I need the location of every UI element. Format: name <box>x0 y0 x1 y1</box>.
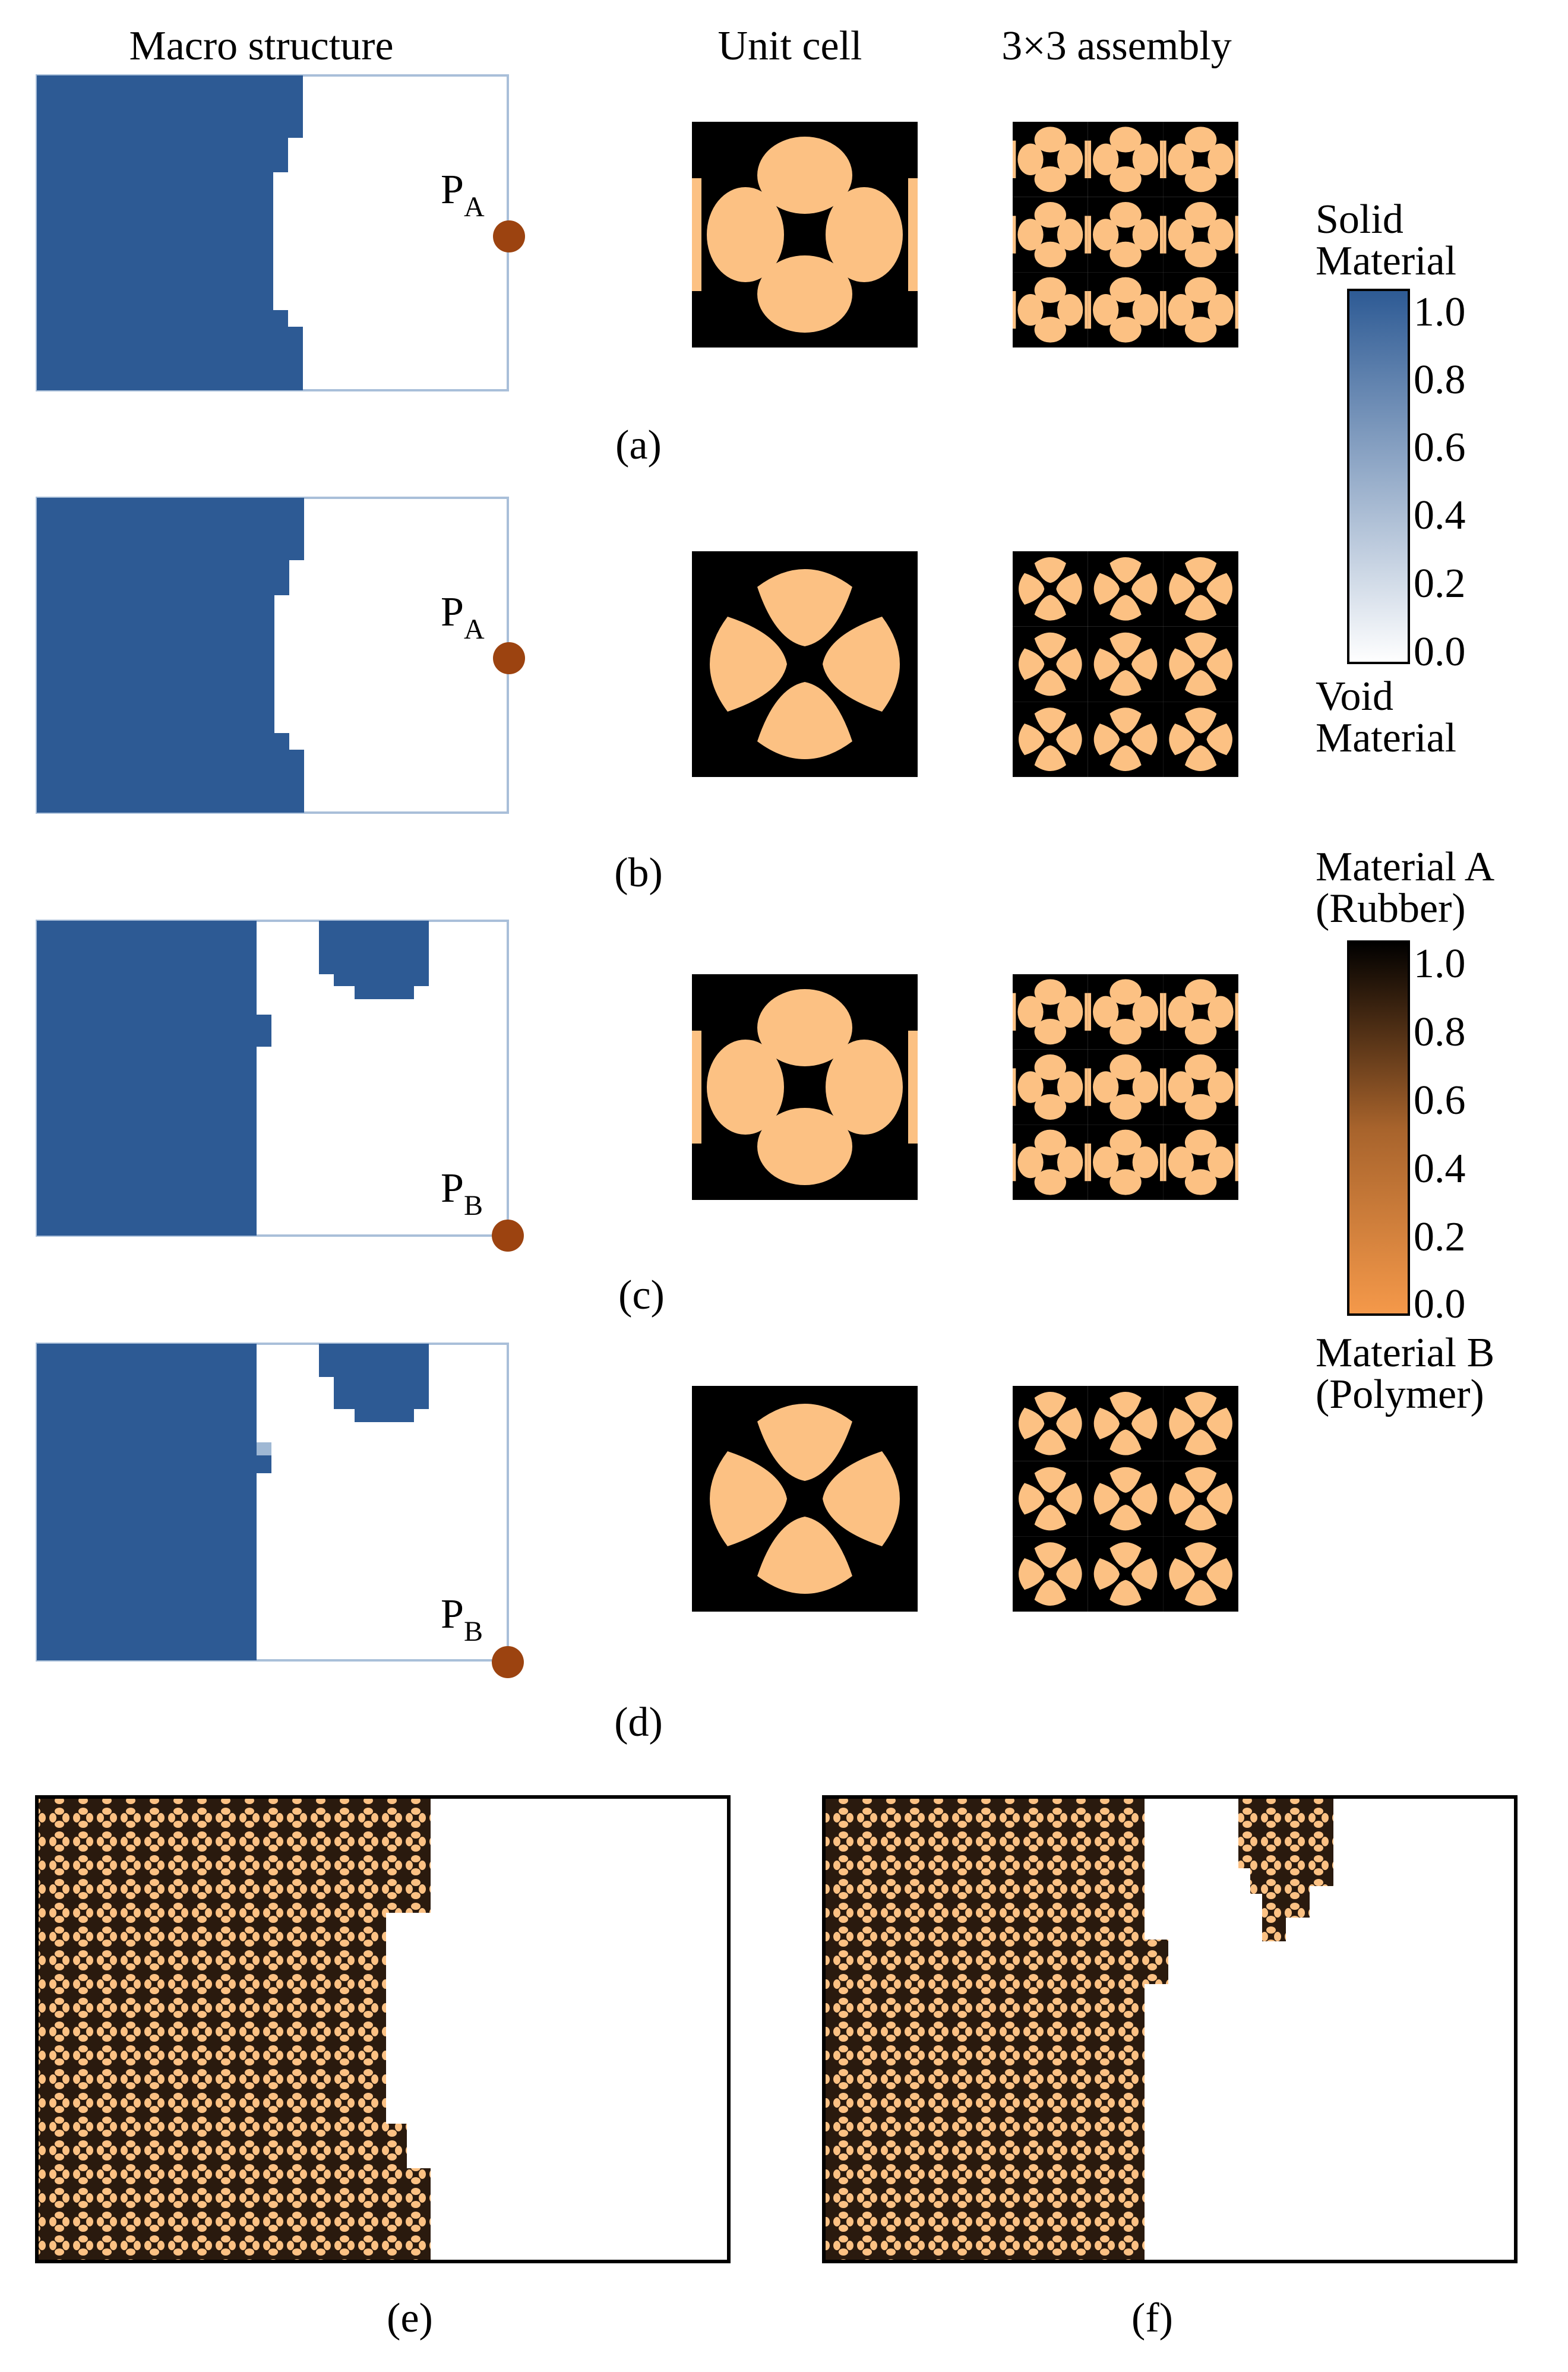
macro-solid-region <box>37 498 304 813</box>
colorbar-tick: 1.0 <box>1414 289 1466 335</box>
lattice-island <box>1238 1797 1333 1941</box>
colorbar-tick: 0.2 <box>1414 1214 1466 1260</box>
unit-cell <box>692 122 918 348</box>
panel-f: (f) <box>822 1795 1518 2341</box>
panel-label: (b) <box>614 850 663 896</box>
header-assembly: 3×3 assembly <box>1001 23 1232 69</box>
row-b: PA (b) <box>36 497 1238 896</box>
assembly-3x3 <box>1013 974 1238 1200</box>
panel-label: (a) <box>615 422 662 468</box>
row-a: PA (a) <box>36 74 1238 468</box>
macro-partial-density <box>257 1442 271 1455</box>
panel-frame <box>35 1795 731 2263</box>
macro-solid-region <box>37 75 303 390</box>
macro-solid-island <box>319 1344 429 1422</box>
panel-frame <box>822 1795 1518 2263</box>
colorbar-bottom-label: Void <box>1316 674 1393 719</box>
point-label: PA <box>441 167 485 223</box>
colorbar-tick: 0.0 <box>1414 629 1466 675</box>
unit-cell <box>692 551 918 777</box>
lattice-structure <box>824 1797 1168 2262</box>
colorbar-tick: 0.2 <box>1414 561 1466 607</box>
load-point-marker <box>493 642 525 674</box>
header-unit-cell: Unit cell <box>718 23 862 69</box>
macro-solid-step <box>257 1455 271 1473</box>
macro-solid-region <box>37 1344 257 1660</box>
point-label: PA <box>441 589 485 645</box>
panel-label: (c) <box>618 1272 665 1318</box>
assembly-3x3 <box>1013 551 1238 777</box>
colorbar-material: Material A (Rubber) 1.0 0.8 0.6 0.4 0.2 … <box>1316 844 1495 1417</box>
colorbar-density: Solid Material 1.0 0.8 0.6 0.4 0.2 0.0 V… <box>1316 197 1466 761</box>
colorbar-tick: 0.4 <box>1414 1146 1466 1192</box>
colorbar-tick: 0.6 <box>1414 425 1466 470</box>
lattice-structure <box>37 1797 431 2262</box>
colorbar-gradient <box>1347 289 1410 664</box>
colorbar-tick: 1.0 <box>1414 941 1466 987</box>
colorbar-top-label: (Rubber) <box>1316 886 1466 931</box>
panel-label: (f) <box>1131 2295 1173 2341</box>
assembly-3x3 <box>1013 1386 1238 1612</box>
colorbar-tick: 0.4 <box>1414 492 1466 538</box>
assembly-3x3 <box>1013 122 1238 348</box>
colorbar-bottom-label: Material <box>1316 715 1456 761</box>
colorbar-tick: 0.8 <box>1414 357 1466 403</box>
load-point-marker <box>492 1646 524 1678</box>
colorbar-tick: 0.0 <box>1414 1281 1466 1327</box>
row-d: PB (d) <box>36 1343 1238 1745</box>
panel-e: (e) <box>35 1795 731 2341</box>
colorbar-bottom-label: (Polymer) <box>1316 1372 1484 1417</box>
colorbar-gradient <box>1347 940 1410 1316</box>
macro-solid-island <box>319 921 429 999</box>
colorbar-top-label: Material <box>1316 238 1456 284</box>
panel-label: (e) <box>387 2295 433 2341</box>
colorbar-tick: 0.6 <box>1414 1078 1466 1123</box>
panel-label: (d) <box>614 1700 663 1745</box>
colorbar-tick: 0.8 <box>1414 1009 1466 1055</box>
point-label: PB <box>441 1591 483 1647</box>
unit-cell <box>692 974 918 1200</box>
load-point-marker <box>492 1220 524 1252</box>
point-label: PB <box>441 1166 483 1221</box>
unit-cell <box>692 1386 918 1612</box>
colorbar-bottom-label: Material B <box>1316 1330 1494 1376</box>
load-point-marker <box>493 220 525 252</box>
row-c: PB (c) <box>36 920 1238 1318</box>
macro-solid-region <box>37 921 271 1236</box>
header-macro-structure: Macro structure <box>129 23 393 69</box>
colorbar-top-label: Material A <box>1316 844 1495 890</box>
colorbar-top-label: Solid <box>1316 197 1403 242</box>
